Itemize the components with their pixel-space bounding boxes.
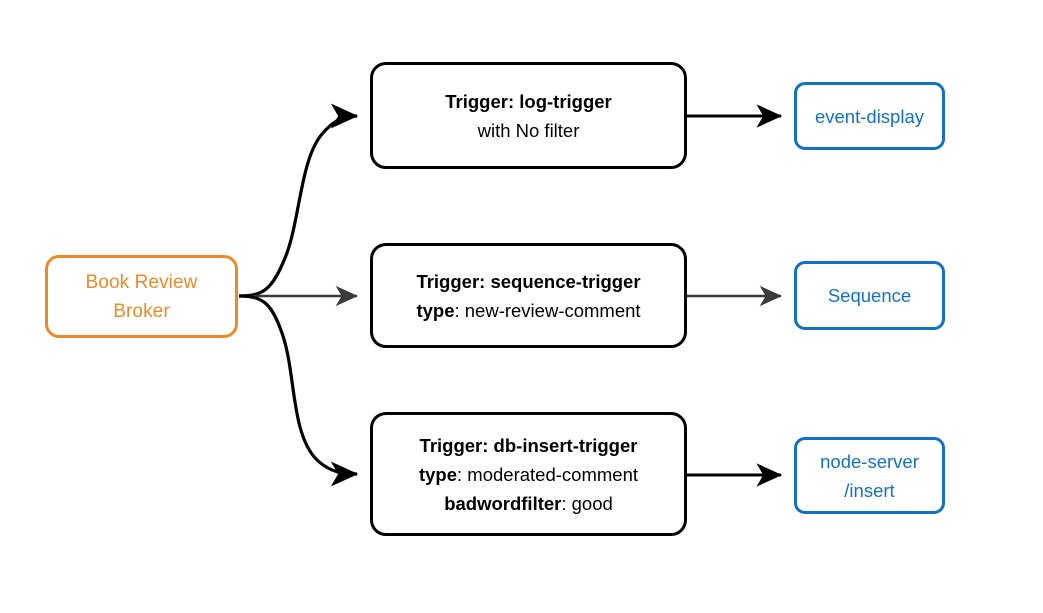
edge-broker-to-log-trigger [238,103,359,298]
trigger-log-title: Trigger: log-trigger [445,90,612,112]
trigger-sequence-detail-1-key: type [416,299,455,321]
event-display-label: event-display [814,105,924,127]
broker-label-line2: Broker [113,300,170,322]
trigger-log-detail-1-value: with No filter [477,119,580,141]
node-event-display[interactable]: event-display [794,82,945,150]
trigger-db-detail-2: badwordfilter: good [444,489,613,518]
node-server-label-line2: /insert [844,479,895,501]
node-trigger-log-trigger[interactable]: Trigger: log-trigger with No filter [370,62,687,169]
broker-label-line1: Book Review [85,271,198,293]
trigger-sequence-detail-1-value: : new-review-comment [454,299,641,321]
trigger-db-detail-2-value: : good [561,492,613,514]
edge-broker-to-db-insert-trigger [238,294,359,487]
trigger-db-detail-1-value: : moderated-comment [457,463,638,485]
node-server-label-line1: node-server [820,450,919,472]
trigger-db-detail-2-key: badwordfilter [444,492,562,514]
trigger-log-detail-1: with No filter [478,116,580,145]
node-sequence[interactable]: Sequence [794,261,945,330]
trigger-sequence-detail-1: type: new-review-comment [416,296,640,325]
node-trigger-db-insert-trigger[interactable]: Trigger: db-insert-trigger type: moderat… [370,412,687,536]
sequence-label: Sequence [827,285,912,306]
trigger-db-detail-1-key: type [418,463,458,485]
trigger-sequence-title: Trigger: sequence-trigger [416,270,641,292]
trigger-db-detail-1: type: moderated-comment [419,460,638,489]
node-trigger-sequence-trigger[interactable]: Trigger: sequence-trigger type: new-revi… [370,243,687,348]
node-book-review-broker[interactable]: Book Review Broker [45,255,238,338]
trigger-db-title: Trigger: db-insert-trigger [419,434,638,456]
node-node-server-insert[interactable]: node-server /insert [794,437,945,514]
